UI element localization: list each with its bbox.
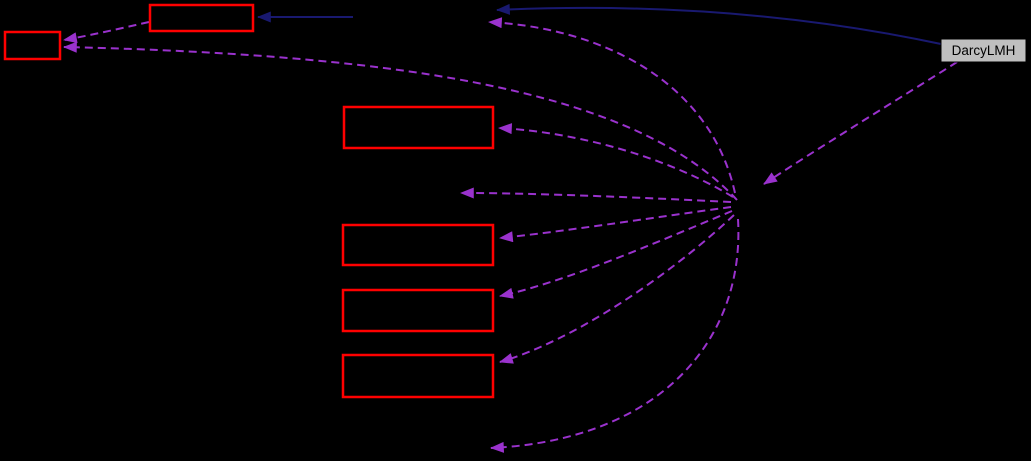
edge-dashed-hub-to-mid-3 [499,210,733,299]
edge-dashed-hub-to-mid-1 [498,123,734,198]
node-current[interactable] [940,38,1027,63]
edge-dashed-node-top-to-small [63,21,150,44]
node-top-left-small[interactable] [3,30,62,61]
edge-dashed-hub-to-hidden-top [488,17,736,194]
edge-dashed-hub-to-hidden-mid [460,187,732,203]
node-mid-4[interactable] [341,353,495,399]
node-mid-3[interactable] [341,288,495,333]
edge-dashed-hub-to-hidden-bottom [490,218,740,453]
node-mid-1[interactable] [342,105,495,150]
edge-dashed-hub-to-mid-4 [499,214,735,364]
edge-dashed-hub-to-mid-2 [499,206,732,243]
edge-solid-current-to-hidden-top [496,3,942,45]
edge-dashed-hub-to-small [63,41,738,201]
node-mid-2[interactable] [341,223,495,267]
node-current-label: DarcyLMH [952,43,1016,58]
node-top[interactable] [148,3,255,33]
